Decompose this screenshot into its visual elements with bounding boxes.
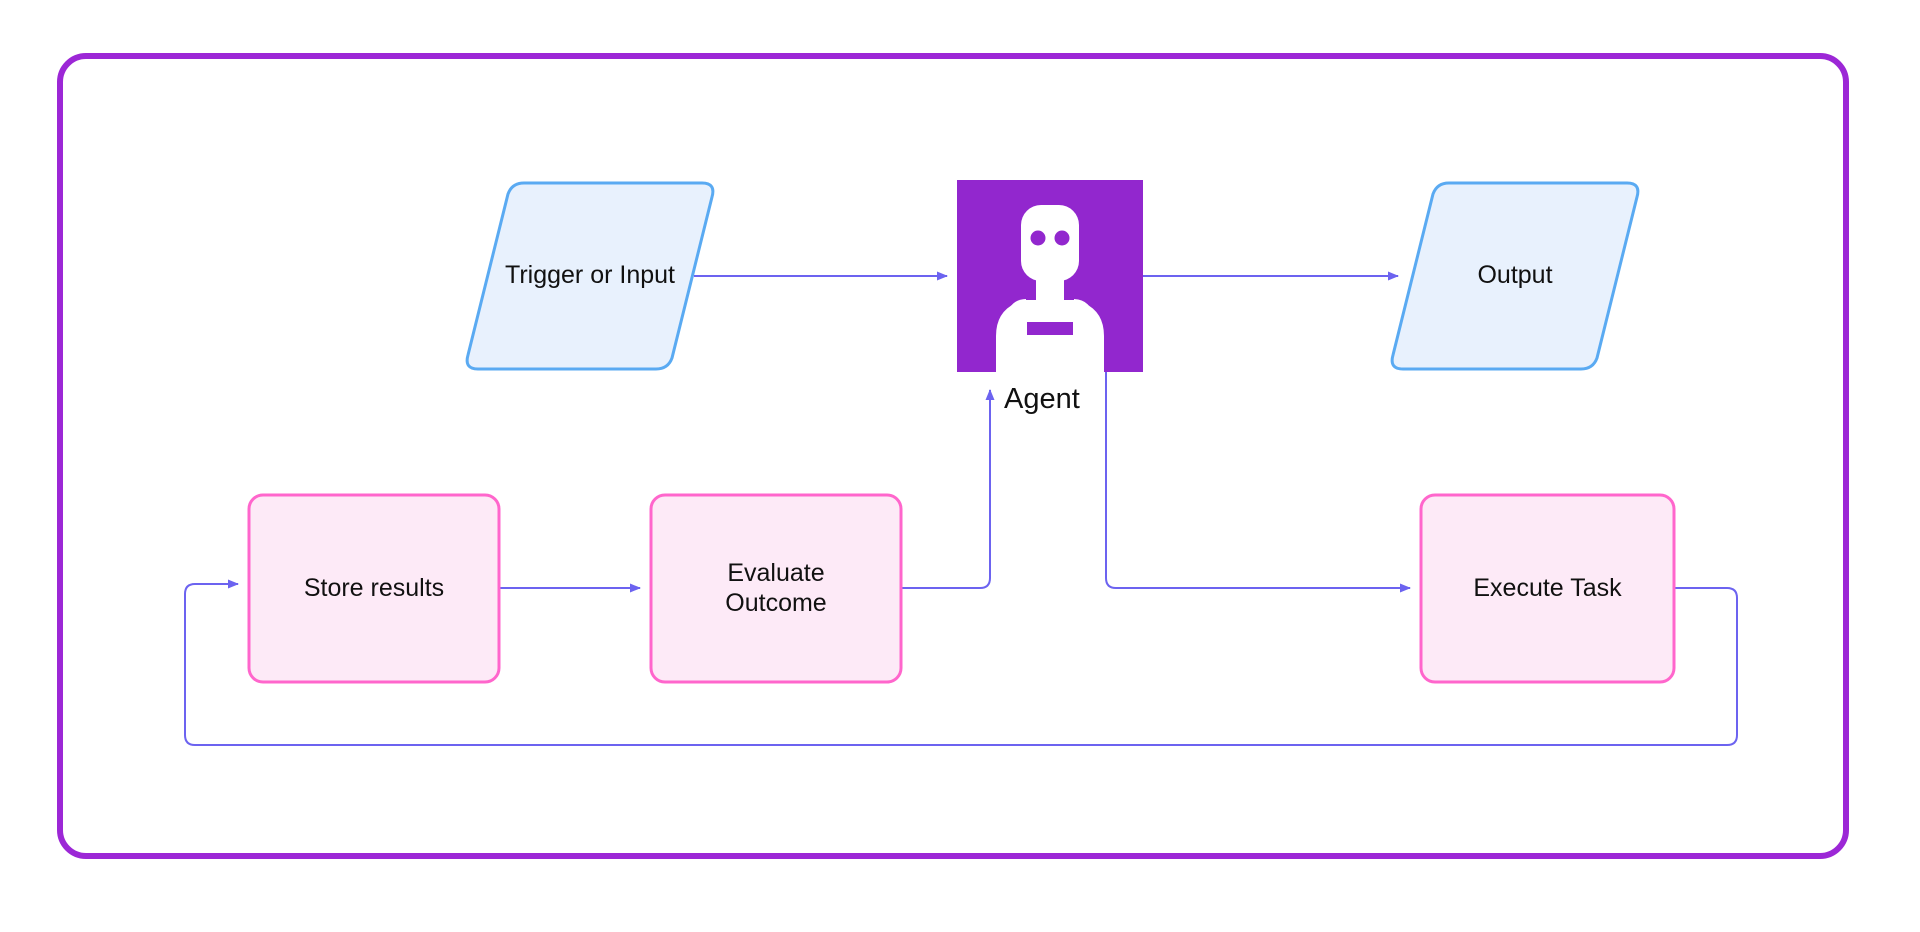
outer-container: [57, 53, 1849, 859]
edge-execute-to-store: [184, 579, 1738, 746]
node-store-results[interactable]: [247, 493, 501, 684]
node-agent[interactable]: [957, 180, 1143, 372]
node-evaluate-outcome[interactable]: [649, 493, 903, 684]
node-output[interactable]: [1390, 181, 1640, 371]
edge-agent-to-execute: [1105, 372, 1411, 593]
robot-icon: [996, 205, 1104, 372]
node-trigger-or-input[interactable]: [465, 181, 715, 371]
node-execute-task[interactable]: [1419, 493, 1676, 684]
node-label-agent: Agent: [1004, 383, 1080, 415]
edge-evaluate-to-agent: [902, 389, 995, 589]
